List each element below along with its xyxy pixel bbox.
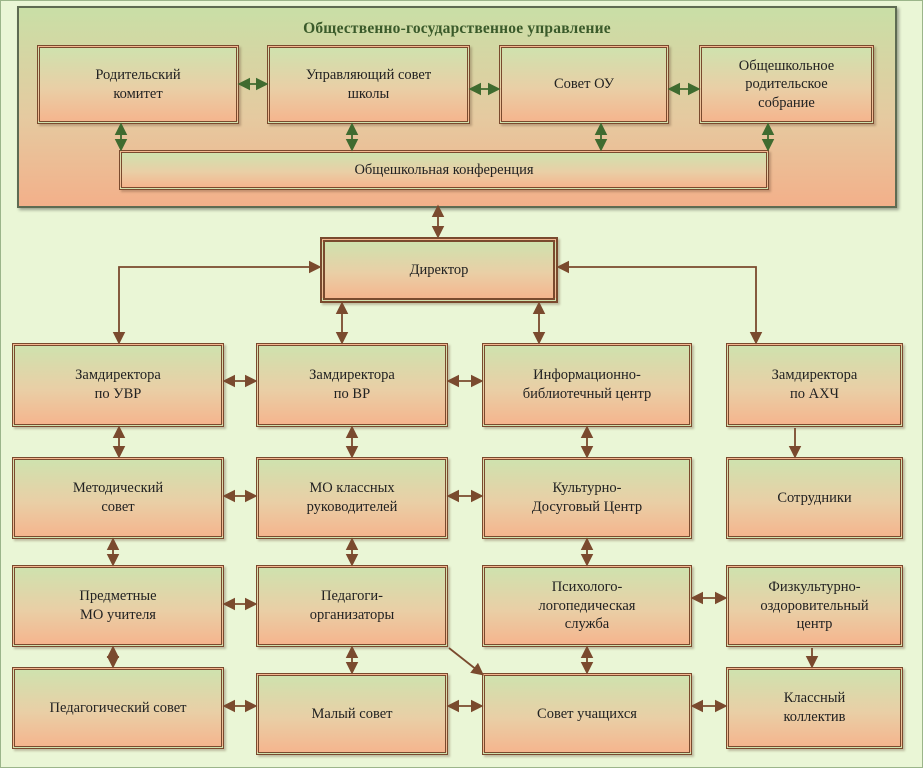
- node-label: Совет ОУ: [554, 75, 614, 94]
- node-label-line: Культурно-: [552, 480, 622, 497]
- class-collective-box: Классный коллектив: [726, 667, 903, 749]
- subject-mo-box: Предметные МО учителя: [12, 565, 224, 647]
- node-label-line: Сотрудники: [777, 489, 852, 506]
- teacher-organizers-box: Педагоги-организаторы: [256, 565, 448, 647]
- node-label-line: библиотечный центр: [522, 386, 652, 402]
- node-label: Культурно- Досуговый Центр: [532, 479, 642, 516]
- node-label-line: по АХЧ: [789, 386, 839, 402]
- node-label-line: Замдиректора: [309, 367, 395, 384]
- node-label: Предметные МО учителя: [79, 587, 156, 624]
- council-ou-box: Совет ОУ: [499, 45, 669, 124]
- mo-class-teachers-box: МО классных руководителей: [256, 457, 448, 539]
- node-label-line: Общешкольное: [738, 57, 835, 74]
- node-label: Педагоги-организаторы: [310, 587, 395, 624]
- school-conference-box: Общешкольная конференция: [119, 150, 769, 190]
- deputy-ahch-box: Замдиректора по АХЧ: [726, 343, 903, 427]
- cultural-leisure-center-box: Культурно- Досуговый Центр: [482, 457, 692, 539]
- student-council-box: Совет учащихся: [482, 673, 692, 755]
- node-label-line: собрание: [758, 94, 815, 111]
- node-label-line: служба: [564, 616, 610, 633]
- node-label: Общешкольная конференция: [354, 161, 533, 180]
- psych-speech-service-box: Психолого-логопедическая служба: [482, 565, 692, 647]
- methodical-council-box: Методический совет: [12, 457, 224, 539]
- node-label-line: организаторы: [309, 607, 395, 623]
- node-label: Замдиректора по АХЧ: [772, 366, 858, 403]
- node-label: Директор: [410, 261, 469, 280]
- node-label: МО классных руководителей: [307, 479, 398, 516]
- pedagogical-council-box: Педагогический совет: [12, 667, 224, 749]
- node-label-line: совет: [101, 499, 135, 515]
- node-label-line: Замдиректора: [771, 367, 858, 384]
- node-label-line: коллектив: [783, 709, 846, 725]
- node-label: Замдиректора по ВР: [309, 366, 395, 403]
- node-label: Управляющий совет школы: [306, 66, 431, 103]
- node-label-line: Родительский: [95, 66, 181, 83]
- deputy-vr-box: Замдиректора по ВР: [256, 343, 448, 427]
- node-label-line: Досуговый Центр: [531, 499, 643, 515]
- node-label-line: МО классных: [309, 480, 395, 497]
- staff-box: Сотрудники: [726, 457, 903, 539]
- node-label-line: родительское: [745, 76, 828, 93]
- node-label-line: оздоровительный: [760, 597, 869, 614]
- director-box: Директор: [320, 237, 558, 303]
- node-label: Педагогический совет: [49, 699, 186, 718]
- governing-council-box: Управляющий совет школы: [267, 45, 470, 124]
- node-label-line: Предметные: [79, 588, 157, 605]
- node-label: Сотрудники: [777, 489, 851, 508]
- node-label-line: Педагогический совет: [49, 699, 187, 716]
- node-label-line: Малый совет: [311, 705, 393, 722]
- deputy-uvr-box: Замдиректора по УВР: [12, 343, 224, 427]
- node-label-line: Педагоги-: [321, 588, 383, 605]
- node-label: Совет учащихся: [537, 705, 637, 724]
- node-label: Методический совет: [73, 479, 163, 516]
- node-label-line: Психолого-: [551, 579, 623, 596]
- node-label: Физкультурно-оздоровительный центр: [760, 578, 868, 634]
- node-label-line: Классный: [783, 690, 846, 707]
- info-library-center-box: Информационно-библиотечный центр: [482, 343, 692, 427]
- panel-title: Общественно-государственное управление: [303, 20, 611, 37]
- node-label: Замдиректора по УВР: [75, 366, 161, 403]
- node-label-line: руководителей: [306, 499, 398, 515]
- node-label-line: комитет: [113, 85, 163, 102]
- sport-health-center-box: Физкультурно-оздоровительный центр: [726, 565, 903, 647]
- node-label-line: МО учителя: [80, 607, 156, 623]
- node-label-line: Методический: [72, 480, 164, 497]
- small-council-box: Малый совет: [256, 673, 448, 755]
- node-label: Информационно-библиотечный центр: [523, 366, 652, 403]
- node-label-line: Директор: [409, 261, 469, 278]
- node-label-line: по ВР: [333, 386, 371, 402]
- node-label: Психолого-логопедическая служба: [539, 578, 636, 634]
- node-label-line: Совет учащихся: [537, 705, 637, 722]
- node-label-line: Физкультурно-: [768, 579, 861, 596]
- node-label-line: центр: [796, 616, 833, 633]
- node-label-line: Общешкольная конференция: [354, 161, 534, 178]
- node-label: Классный коллектив: [783, 689, 845, 726]
- node-label-line: Информационно-: [533, 367, 641, 384]
- node-label: Родительский комитет: [95, 66, 180, 103]
- parent-committee-box: Родительский комитет: [37, 45, 239, 124]
- node-label: Малый совет: [311, 705, 392, 724]
- node-label-line: Управляющий совет: [305, 66, 432, 83]
- node-label-line: Совет ОУ: [553, 76, 614, 93]
- node-label-line: школы: [347, 85, 390, 102]
- node-label-line: по УВР: [94, 386, 142, 402]
- node-label-line: логопедическая: [538, 597, 636, 614]
- node-label-line: Замдиректора: [75, 367, 161, 384]
